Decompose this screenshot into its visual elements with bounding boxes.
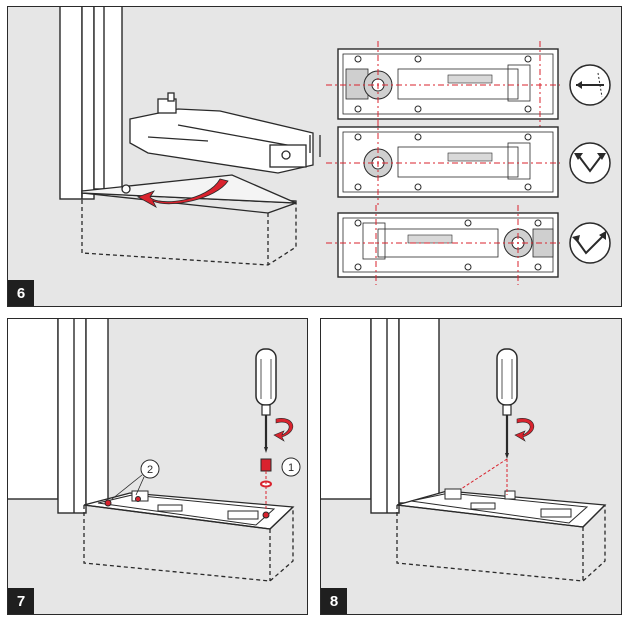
angled-arrow-narrow-icon [569,142,611,184]
door-frame [321,319,440,514]
screwdriver-icon [496,348,518,459]
step-8-illustration [321,319,607,582]
door-closer-body-icon [129,92,321,174]
step-7-panel: 1 2 7 [7,318,308,615]
floor-recess-box [81,174,297,266]
step-7-illustration: 1 2 [8,319,301,582]
screw-part [260,458,272,509]
screwdriver-icon [255,348,277,453]
plan-view-2 [326,119,560,205]
closer-in-floor [410,488,589,524]
angle-straight-icon [569,64,611,106]
step-8-panel: 8 [320,318,622,615]
door-frame [8,319,109,514]
step-6-illustration [59,7,611,285]
closer-in-floor [97,490,276,526]
rotate-arrow-icon [514,418,535,442]
step-8-number: 8 [321,588,347,614]
plan-view-1 [326,41,560,127]
callout-2: 2 [111,459,160,500]
step-6-number: 6 [8,280,34,306]
callout-1: 1 [281,457,301,477]
rotate-arrow-icon [137,178,229,208]
angled-arrow-wide-icon [569,222,611,264]
step-6-panel: 6 [7,6,622,307]
step-7-number: 7 [8,588,34,614]
callout-2-label: 2 [147,464,153,476]
plan-view-3 [326,205,560,285]
alignment-guides [460,458,508,495]
callout-1-label: 1 [288,462,294,474]
rotate-arrow-icon [273,418,294,442]
door-frame [59,7,123,200]
